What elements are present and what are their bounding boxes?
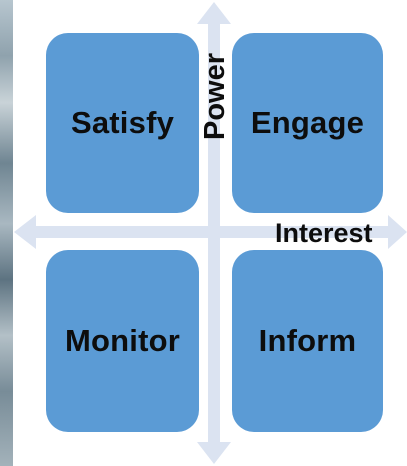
- quadrant-engage-label: Engage: [250, 105, 365, 140]
- horizontal-axis-arrow: [14, 215, 407, 249]
- quadrant-monitor-label: Monitor: [64, 323, 181, 358]
- axis-label-interest: Interest: [275, 218, 373, 248]
- axis-label-power: Power: [199, 52, 231, 140]
- quadrant-engage: Engage: [232, 33, 383, 213]
- quadrant-monitor: Monitor: [46, 250, 199, 432]
- quadrant-satisfy-label: Satisfy: [70, 105, 175, 140]
- quadrant-satisfy: Satisfy: [46, 33, 199, 213]
- quadrant-inform-label: Inform: [258, 323, 357, 358]
- background-photo-edge: [0, 0, 13, 466]
- quadrant-inform: Inform: [232, 250, 383, 432]
